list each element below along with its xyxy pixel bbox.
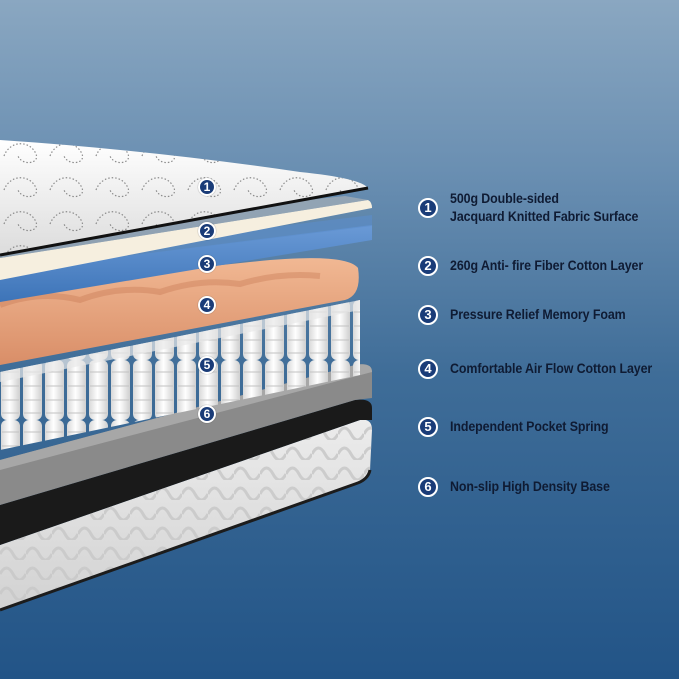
layer-badge-1-on-image: 1 bbox=[198, 178, 216, 196]
number-badge-icon: 2 bbox=[418, 256, 438, 276]
layer-badge-5-on-image: 5 bbox=[198, 356, 216, 374]
layer-badge-3-on-image: 3 bbox=[198, 255, 216, 273]
number-badge-icon: 3 bbox=[418, 305, 438, 325]
mattress-cross-section-illustration bbox=[0, 140, 372, 612]
legend-item-6: 6 Non-slip High Density Base bbox=[418, 477, 624, 497]
base-gray-layer bbox=[0, 364, 372, 505]
base-black-band bbox=[0, 399, 372, 545]
pocket-spring-layer bbox=[0, 300, 360, 450]
base-side-panel bbox=[0, 419, 372, 612]
legend-label: Non-slip High Density Base bbox=[450, 479, 610, 494]
legend-item-4: 4 Comfortable Air Flow Cotton Layer bbox=[418, 359, 670, 379]
number-badge-icon: 1 bbox=[418, 198, 438, 218]
number-badge-icon: 6 bbox=[418, 477, 438, 497]
legend-label: 500g Double-sided Jacquard Knitted Fabri… bbox=[450, 191, 639, 224]
legend-label: Independent Pocket Spring bbox=[450, 419, 609, 434]
layer-badge-6-on-image: 6 bbox=[198, 405, 216, 423]
legend-item-5: 5 Independent Pocket Spring bbox=[418, 417, 622, 437]
legend-item-2: 2 260g Anti- fire Fiber Cotton Layer bbox=[418, 256, 660, 276]
legend-item-3: 3 Pressure Relief Memory Foam bbox=[418, 305, 641, 325]
fiber-cotton-layer bbox=[0, 196, 372, 280]
layer-badge-4-on-image: 4 bbox=[198, 296, 216, 314]
jacquard-fabric-surface-layer bbox=[0, 140, 369, 257]
legend-label: 260g Anti- fire Fiber Cotton Layer bbox=[450, 258, 644, 273]
number-badge-icon: 5 bbox=[418, 417, 438, 437]
number-badge-icon: 4 bbox=[418, 359, 438, 379]
legend-label: Comfortable Air Flow Cotton Layer bbox=[450, 361, 653, 376]
layer-badge-2-on-image: 2 bbox=[198, 222, 216, 240]
legend-label: Pressure Relief Memory Foam bbox=[450, 307, 626, 322]
legend-item-1: 1 500g Double-sided Jacquard Knitted Fab… bbox=[418, 190, 655, 226]
